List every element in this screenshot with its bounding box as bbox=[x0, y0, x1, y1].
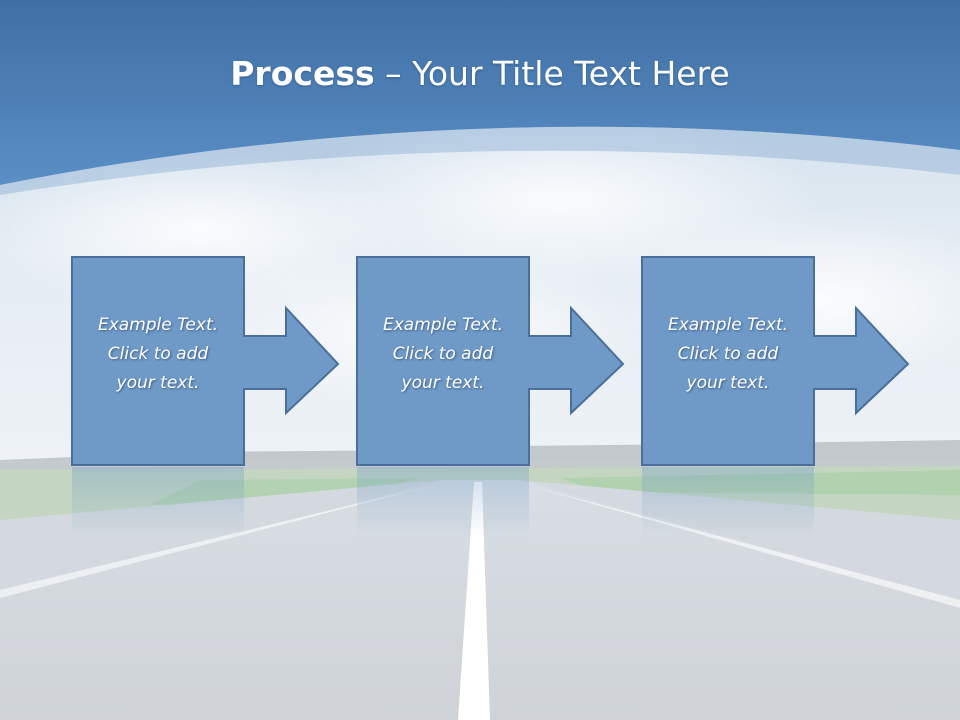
step-1-arrow-icon bbox=[71, 256, 340, 466]
step-3-line-3: your text. bbox=[686, 373, 770, 393]
step-2-reflection bbox=[357, 467, 529, 537]
step-2-text[interactable]: Example Text. Click to add your text. bbox=[357, 311, 529, 398]
step-3-text[interactable]: Example Text. Click to add your text. bbox=[642, 311, 814, 398]
step-1-text[interactable]: Example Text. Click to add your text. bbox=[72, 311, 244, 398]
step-2-line-1: Example Text. bbox=[382, 315, 504, 335]
step-3-line-2: Click to add bbox=[677, 344, 779, 364]
step-2-arrow-icon bbox=[356, 256, 625, 466]
step-1-reflection bbox=[72, 467, 244, 537]
step-3-arrow-icon bbox=[641, 256, 910, 466]
step-2-line-2: Click to add bbox=[392, 344, 494, 364]
step-3-line-1: Example Text. bbox=[667, 315, 789, 335]
step-1-line-3: your text. bbox=[116, 373, 200, 393]
title-bold: Process bbox=[230, 54, 375, 93]
step-2-line-3: your text. bbox=[401, 373, 485, 393]
title-rest: – Your Title Text Here bbox=[374, 54, 730, 93]
step-1-line-1: Example Text. bbox=[97, 315, 219, 335]
slide-title[interactable]: Process – Your Title Text Here bbox=[0, 52, 960, 96]
step-1-line-2: Click to add bbox=[107, 344, 209, 364]
step-3-reflection bbox=[642, 467, 814, 537]
step-1-shape[interactable] bbox=[71, 256, 340, 466]
step-2-shape[interactable] bbox=[356, 256, 625, 466]
step-3-shape[interactable] bbox=[641, 256, 910, 466]
